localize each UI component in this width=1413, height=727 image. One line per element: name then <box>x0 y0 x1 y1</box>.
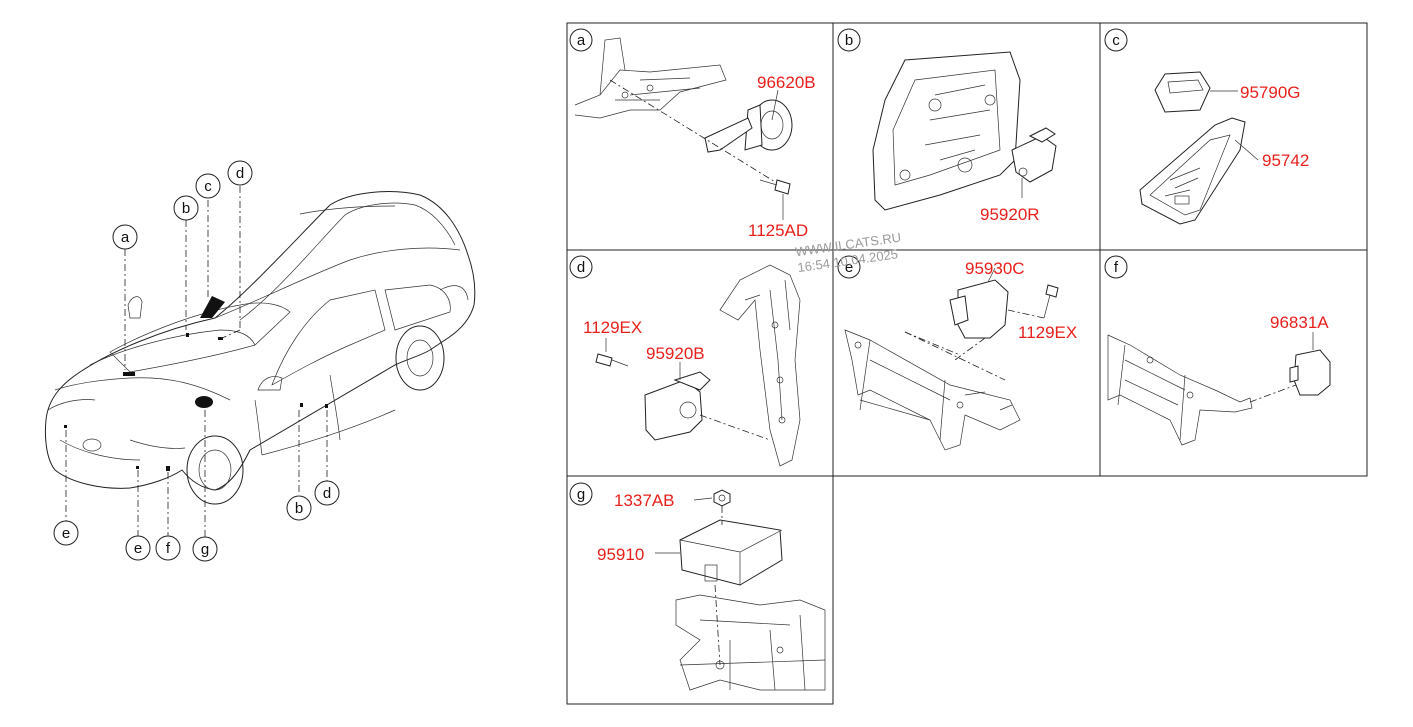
callout-c: c <box>204 178 212 195</box>
panel-a: a 96620B 1125AD <box>569 28 816 240</box>
detail-grid <box>566 22 1368 705</box>
panel-g: g 1337AB 95910 <box>569 482 826 691</box>
panel-g-letter: g <box>577 486 585 503</box>
panel-b-letter: b <box>845 32 853 49</box>
panel-b-part-0: 95920R <box>980 205 1040 224</box>
callout-d-top: d <box>236 165 244 182</box>
callout-a: a <box>121 229 130 246</box>
car-illustration <box>44 191 476 505</box>
panel-g-part-1: 95910 <box>597 545 644 564</box>
callout-f: f <box>166 540 171 557</box>
panel-e: e 95930C 1129EX <box>837 255 1077 451</box>
callout-b-top: b <box>182 200 190 217</box>
callout-e-right: e <box>134 540 142 557</box>
panel-c-part-0: 95790G <box>1240 83 1301 102</box>
callout-e-left: e <box>62 525 70 542</box>
panel-b: b 95920R <box>837 28 1057 224</box>
panel-c-part-1: 95742 <box>1262 151 1309 170</box>
panel-a-part-1: 1125AD <box>748 221 808 240</box>
panel-d-part-0: 1129EX <box>583 318 642 337</box>
panel-g-part-0: 1337AB <box>614 491 675 510</box>
panel-a-part-0: 96620B <box>757 73 816 92</box>
panel-d-part-1: 95920B <box>646 344 705 363</box>
callout-b-bottom: b <box>295 500 303 517</box>
callout-g: g <box>201 541 209 558</box>
callout-leaders <box>65 186 328 537</box>
car-callouts: a b c d b d e e f g <box>53 160 340 562</box>
panel-d: d 1129EX 95920B <box>569 255 801 467</box>
panel-e-part-1: 1129EX <box>1018 323 1077 342</box>
panel-a-letter: a <box>577 32 586 49</box>
panel-f: f 96831A <box>1104 255 1331 446</box>
panel-e-letter: e <box>845 259 853 276</box>
callout-d-bottom: d <box>323 485 331 502</box>
panel-f-letter: f <box>1114 259 1119 276</box>
panel-c-letter: c <box>1112 32 1120 49</box>
panel-d-letter: d <box>577 259 585 276</box>
panel-c: c 95790G 95742 <box>1104 28 1309 225</box>
panel-e-part-0: 95930C <box>965 259 1025 278</box>
panel-f-part-0: 96831A <box>1270 313 1329 332</box>
